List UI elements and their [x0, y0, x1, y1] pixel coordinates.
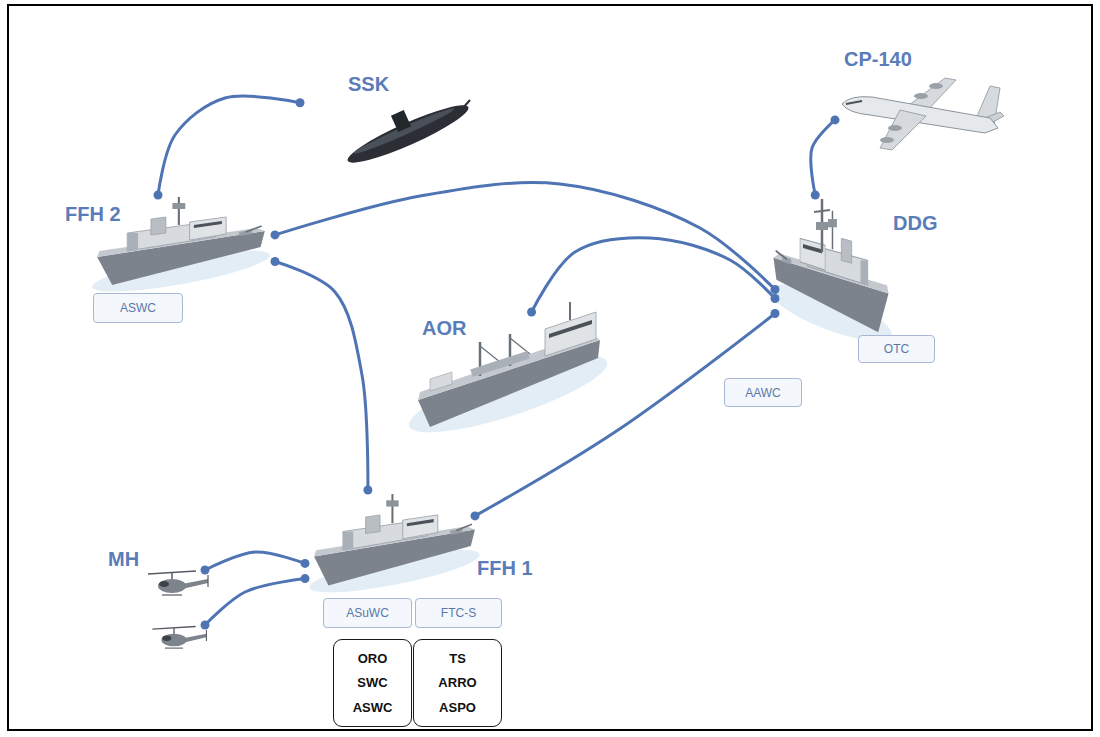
unit-name: SSK [348, 73, 389, 96]
duty-list: ORO SWC ASWC [333, 639, 412, 727]
role-label: ASuWC [346, 606, 389, 620]
destroyer-picture [768, 199, 893, 353]
unit-name: DDG [893, 212, 937, 235]
link-path [205, 552, 305, 570]
link-dot [527, 308, 536, 317]
frame [8, 5, 1092, 730]
link-dot [831, 115, 840, 124]
duty-item: TS [449, 651, 466, 666]
link-dot [363, 486, 372, 495]
link-path [205, 579, 305, 625]
link-line [527, 238, 779, 317]
role-label: ASWC [120, 301, 156, 315]
helicopter-picture [152, 627, 206, 649]
unit-node: AOR [415, 312, 600, 430]
link-path [275, 262, 368, 491]
link-dot [471, 511, 480, 520]
duty-item: ARRO [438, 675, 476, 690]
link-line [271, 257, 373, 495]
link-path [275, 183, 775, 290]
role-label: OTC [884, 342, 909, 356]
role-box: ASuWC [323, 598, 412, 628]
link-path [811, 120, 835, 195]
unit-name: FFH 2 [65, 203, 121, 226]
helicopter-picture [148, 571, 208, 595]
unit-name: CP-140 [844, 48, 912, 71]
link-line [201, 574, 310, 629]
role-box: FTC-S [415, 598, 502, 628]
unit-node: DDGOTCAAWC [775, 195, 890, 345]
link-dot [296, 98, 305, 107]
unit-node: FFH 1ASuWCFTC-SOROSWCASWCTSARROASPO [305, 490, 475, 598]
unit-node: SSK [300, 95, 470, 160]
unit-node: MH [140, 555, 205, 655]
link-dot [771, 309, 780, 318]
link-line [271, 183, 780, 294]
role-box: OTC [858, 335, 935, 363]
link-dot [271, 257, 280, 266]
aircraft-picture [842, 78, 1004, 150]
duty-item: ASPO [439, 700, 476, 715]
link-line [154, 96, 305, 199]
link-dot [301, 559, 310, 568]
unit-node: FFH 2ASWC [95, 195, 275, 290]
link-dot [154, 191, 163, 200]
duty-item: ORO [358, 651, 388, 666]
submarine-picture [343, 97, 473, 171]
unit-name: MH [108, 548, 139, 571]
duty-list: TS ARRO ASPO [413, 639, 502, 727]
duty-item: SWC [357, 675, 387, 690]
role-label: FTC-S [441, 606, 476, 620]
role-box: ASWC [93, 293, 183, 323]
link-path [475, 314, 775, 516]
role-label: AAWC [745, 386, 781, 400]
supply-ship-picture [402, 302, 613, 447]
duty-item: ASWC [353, 700, 393, 715]
link-dot [201, 621, 210, 630]
link-dot [301, 574, 310, 583]
role-box: AAWC [724, 378, 802, 407]
unit-node: CP-140 [835, 80, 1000, 150]
link-dot [771, 294, 780, 303]
link-line [811, 115, 840, 199]
frigate-picture [307, 494, 482, 601]
link-dot [771, 285, 780, 294]
link-dot [271, 230, 280, 239]
link-line [201, 552, 310, 575]
unit-name: AOR [422, 317, 466, 340]
link-path [532, 238, 775, 312]
link-dot [811, 191, 820, 200]
link-line [471, 309, 780, 520]
link-dot [201, 566, 210, 575]
link-path [158, 96, 300, 195]
unit-name: FFH 1 [477, 557, 533, 580]
